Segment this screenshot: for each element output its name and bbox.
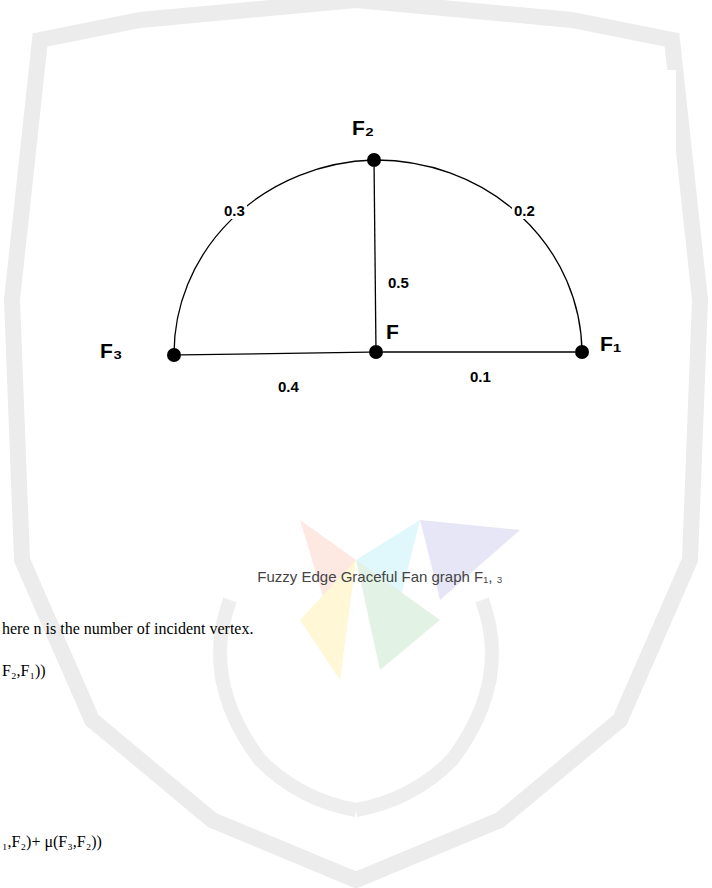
graph-edge <box>374 160 582 352</box>
edge-weight: 0.3 <box>222 202 247 219</box>
body-text-fragment: here n is the number of incident vertex. <box>2 620 253 638</box>
vertex-label: F₃ <box>100 339 123 363</box>
vertex-dot <box>367 153 381 167</box>
graph-edge <box>374 167 376 345</box>
edge-weight: 0.1 <box>468 368 493 385</box>
vertex-label: F₁ <box>600 332 622 356</box>
graph-edge <box>181 352 369 355</box>
vertex-dot <box>369 345 383 359</box>
graph-edge <box>383 351 575 352</box>
figure-caption: Fuzzy Edge Graceful Fan graph F₁, ₃ <box>257 568 502 585</box>
vertex-label: F₂ <box>352 116 374 140</box>
edge-weight: 0.2 <box>512 202 537 219</box>
body-text-fragment: ₁,F₂)+ μ(F₃,F₂)) <box>2 833 102 851</box>
edge-weight: 0.5 <box>386 274 411 291</box>
vertex-label: F <box>386 320 399 344</box>
vertex-dot <box>167 348 181 362</box>
body-text-fragment: F₂,F₁)) <box>2 662 46 680</box>
graph-edge <box>174 160 374 355</box>
vertex-dot <box>575 345 589 359</box>
edge-weight: 0.4 <box>276 378 301 395</box>
figure-panel <box>88 70 676 510</box>
